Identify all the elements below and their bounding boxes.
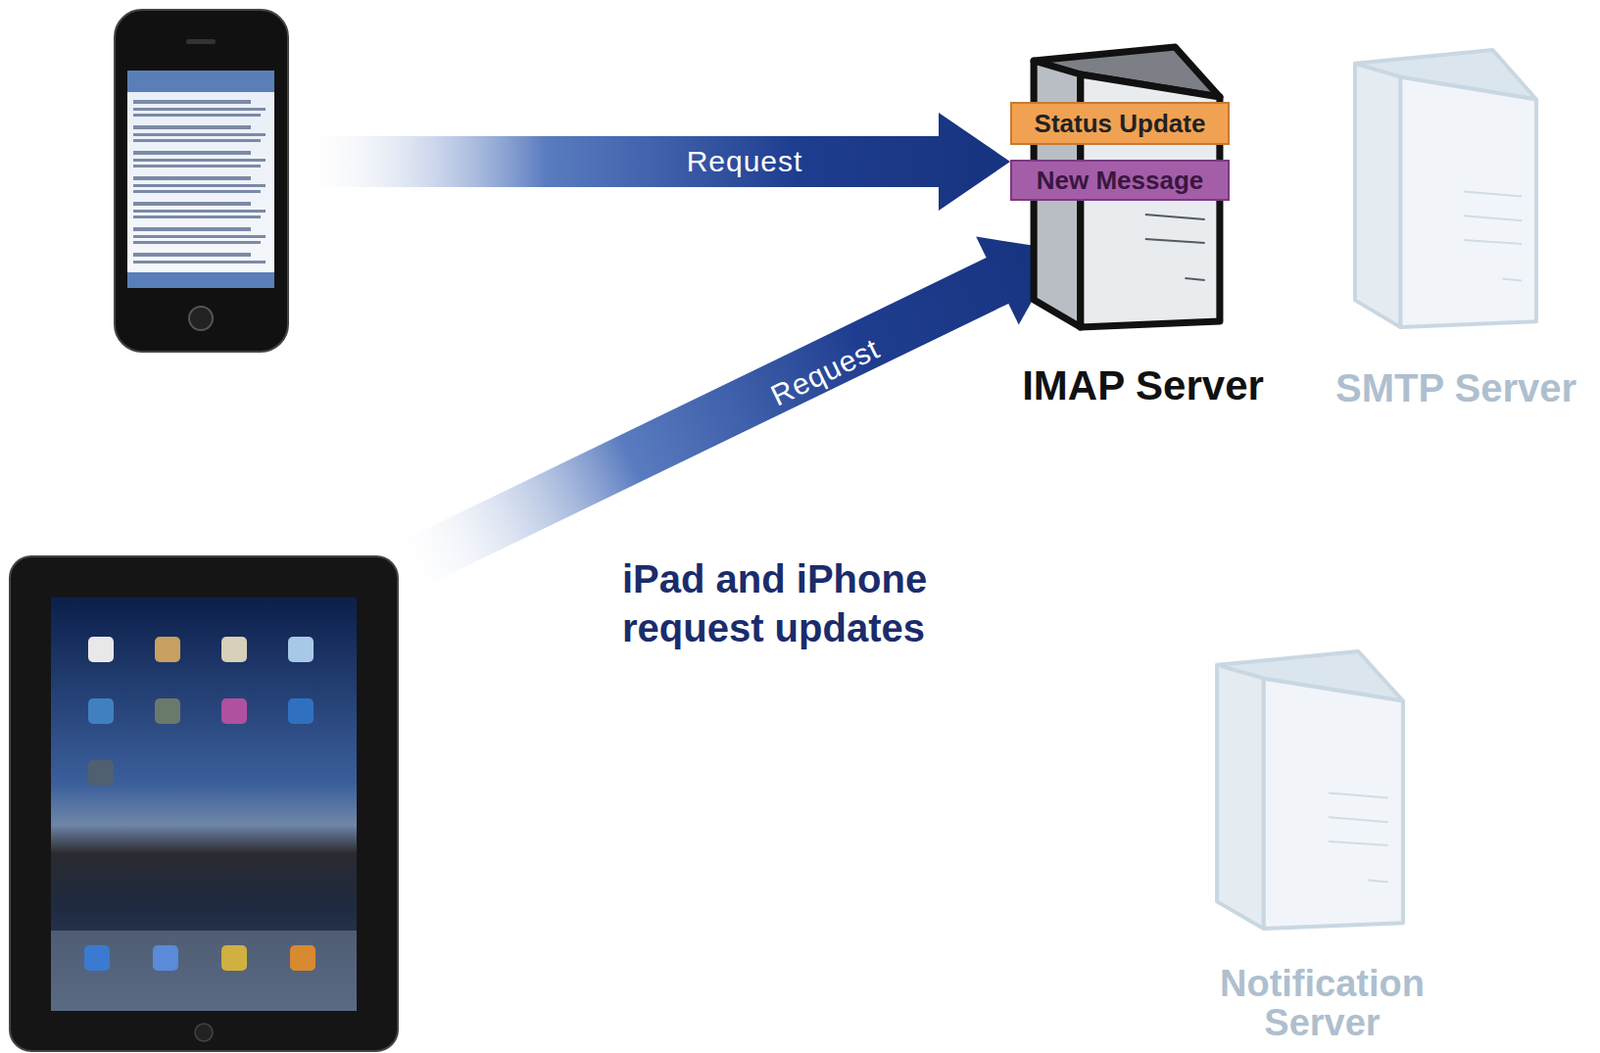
drive-bay	[1328, 817, 1389, 823]
drive-bay	[1463, 240, 1522, 244]
drive-bay	[1145, 239, 1206, 243]
drive-bay	[1328, 793, 1389, 799]
message-band: New Message	[1010, 159, 1230, 201]
drive-bay	[1145, 214, 1206, 220]
server-node: SMTP Server	[1347, 46, 1542, 338]
caption-note: iPad and iPhone request updates	[622, 554, 995, 653]
server-face	[1400, 77, 1537, 328]
server-face	[1216, 665, 1264, 929]
server-tower	[1209, 647, 1408, 939]
server-node: IMAP ServerStatus UpdateNew Message	[1025, 43, 1225, 338]
server-tower	[1347, 46, 1542, 338]
drive-bay	[1367, 880, 1388, 883]
drive-bay	[1463, 215, 1522, 221]
band-text: Status Update	[1034, 108, 1207, 140]
server-label: IMAP Server	[986, 364, 1301, 408]
request-arrow	[295, 112, 1011, 211]
drive-bay	[1502, 279, 1522, 282]
message-band: Status Update	[1010, 101, 1230, 146]
drive-bay	[1328, 841, 1389, 846]
arrow-label: Request	[686, 146, 804, 177]
drive-bay	[1184, 278, 1205, 281]
server-label: SMTP Server	[1299, 367, 1600, 409]
request-arrow	[376, 205, 1082, 616]
band-text: New Message	[1036, 165, 1205, 196]
server-node: Notification Server	[1209, 647, 1408, 939]
ipad-illustration	[9, 556, 398, 1052]
server-label: Notification Server	[1175, 965, 1470, 1044]
drive-bay	[1463, 192, 1522, 197]
server-face	[1355, 63, 1402, 328]
server-face	[1263, 678, 1404, 929]
iphone-illustration	[114, 9, 289, 352]
